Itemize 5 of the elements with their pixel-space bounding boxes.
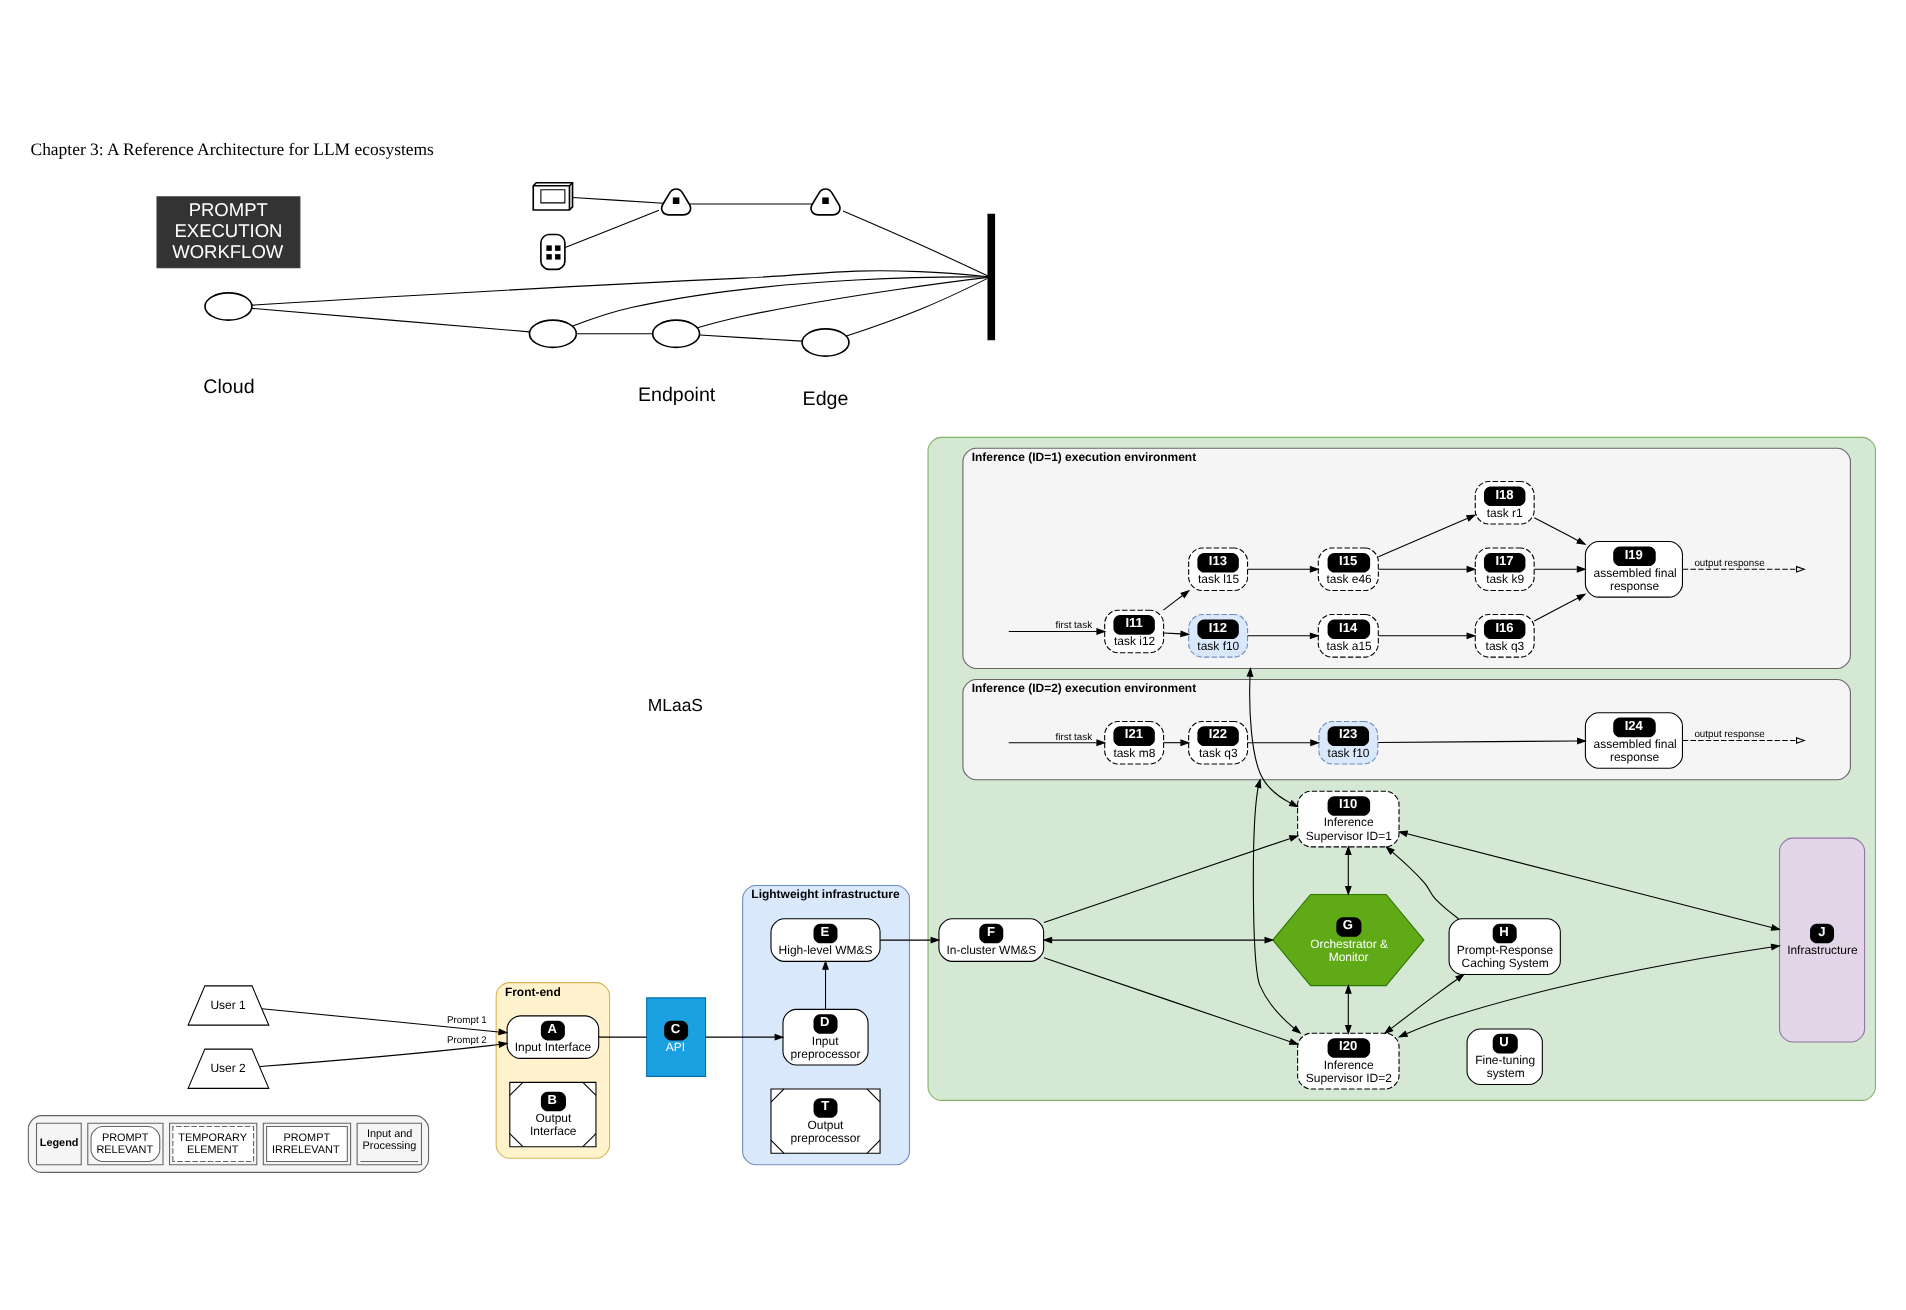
diagram-title: Chapter 3: A Reference Architecture for LLM ecosystems xyxy=(30,137,434,158)
label: Endpoint xyxy=(637,383,716,406)
label: Cloud xyxy=(203,376,255,399)
label: Edge xyxy=(802,388,849,411)
label: MLaaS xyxy=(647,693,704,714)
